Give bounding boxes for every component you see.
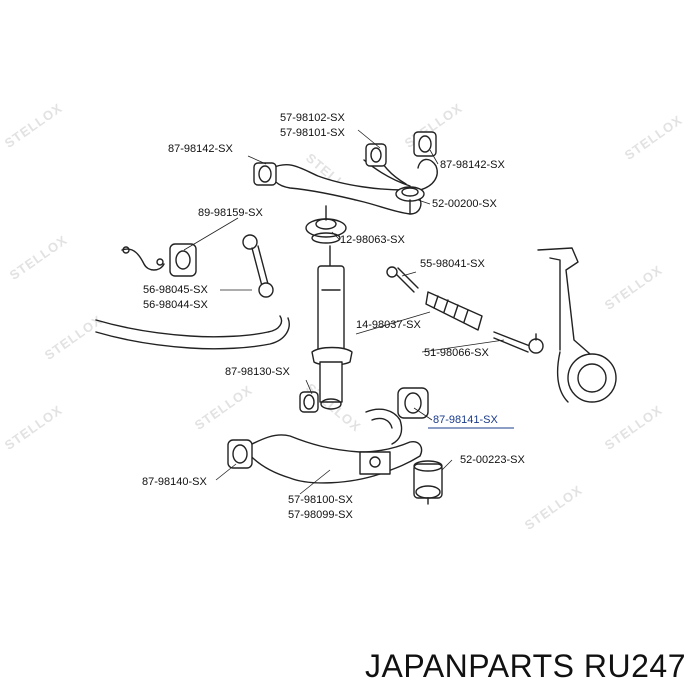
stabilizer-bar — [95, 315, 290, 350]
stabilizer-clamp — [121, 246, 165, 271]
part-label-87-98141: 87-98141-SX — [433, 414, 498, 426]
part-label-57-98099: 57-98099-SX — [288, 509, 353, 521]
part-label-87-98142-left: 87-98142-SX — [168, 143, 233, 155]
upper-bushing-mid — [365, 143, 387, 167]
part-label-56-98044: 56-98044-SX — [143, 299, 208, 311]
stabilizer-link — [242, 234, 274, 298]
part-label-52-00223: 52-00223-SX — [460, 454, 525, 466]
inner-tie-rod — [386, 266, 419, 293]
part-label-14-98037: 14-98037-SX — [356, 319, 421, 331]
part-label-87-98130: 87-98130-SX — [225, 366, 290, 378]
steering-knuckle — [537, 247, 617, 403]
part-label-12-98063: 12-98063-SX — [340, 234, 405, 246]
part-label-57-98101: 57-98101-SX — [280, 127, 345, 139]
part-label-87-98140: 87-98140-SX — [142, 476, 207, 488]
upper-bushing-left — [253, 162, 277, 186]
upper-bushing-right — [413, 131, 437, 157]
strut-mount — [305, 205, 347, 244]
shock-absorber — [311, 245, 353, 410]
part-label-55-98041: 55-98041-SX — [420, 258, 485, 270]
part-label-87-98142-right: 87-98142-SX — [440, 159, 505, 171]
upper-control-arm — [271, 149, 438, 215]
rack-boot — [425, 291, 483, 331]
part-label-51-98066: 51-98066-SX — [424, 347, 489, 359]
lower-bushing-left — [227, 439, 253, 469]
part-label-57-98102: 57-98102-SX — [280, 112, 345, 124]
lower-bushing-small — [299, 391, 319, 413]
lower-ball-joint — [413, 460, 443, 505]
lower-control-arm — [243, 408, 423, 484]
tie-rod-end — [493, 331, 544, 354]
part-label-56-98045: 56-98045-SX — [143, 284, 208, 296]
lower-arm-bushing — [397, 387, 429, 419]
part-label-89-98159: 89-98159-SX — [198, 207, 263, 219]
part-label-57-98100: 57-98100-SX — [288, 494, 353, 506]
part-caption: JAPANPARTS RU247 — [365, 648, 686, 684]
stabilizer-bushing — [169, 243, 197, 277]
part-label-52-00200: 52-00200-SX — [432, 198, 497, 210]
